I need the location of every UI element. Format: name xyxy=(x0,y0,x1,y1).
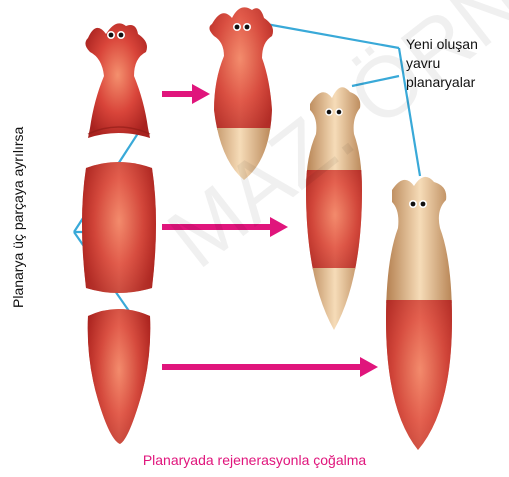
middle-fragment xyxy=(82,162,156,293)
offspring-worm-1 xyxy=(200,0,280,188)
arrow-middle xyxy=(162,217,288,237)
new-offspring-line-1: Yeni oluşan xyxy=(406,35,478,54)
offspring-worm-2 xyxy=(300,80,370,338)
head-fragment xyxy=(85,23,150,138)
new-offspring-label: Yeni oluşan yavru planaryalar xyxy=(406,35,478,92)
tail-fragment xyxy=(88,309,151,444)
label-line-to-worm1 xyxy=(266,24,399,48)
offspring-worm-3 xyxy=(380,165,460,455)
arrow-bottom xyxy=(162,357,378,377)
new-offspring-line-2: yavru xyxy=(406,54,478,73)
label-line-to-worm2 xyxy=(352,76,399,86)
arrow-top xyxy=(162,84,210,104)
split-label: Planarya üç parçaya ayrılırsa xyxy=(10,148,26,308)
diagram-caption: Planaryada rejenerasyonla çoğalma xyxy=(0,452,509,468)
new-offspring-line-3: planaryalar xyxy=(406,73,478,92)
